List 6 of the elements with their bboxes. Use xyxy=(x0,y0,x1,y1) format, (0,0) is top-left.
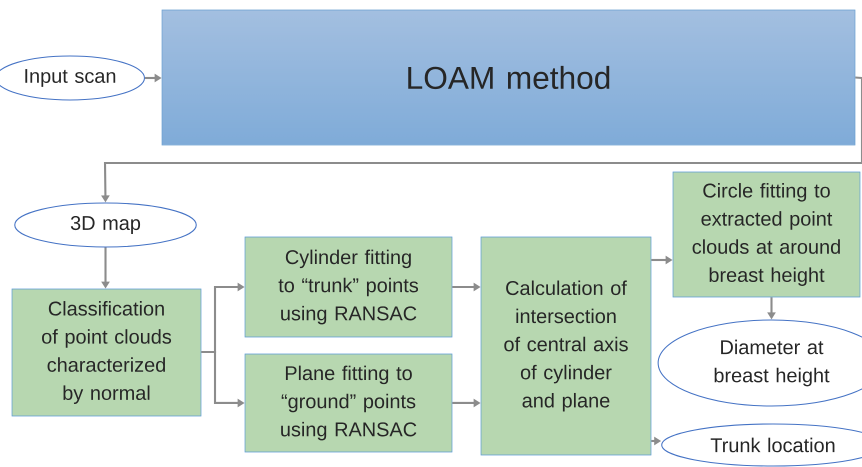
process-box: Classification of point clouds characterized by normal xyxy=(12,288,202,416)
process-box: Cylinder fitting to “trunk” points using RANSAC xyxy=(244,236,452,338)
process-box: LOAM method xyxy=(162,10,856,146)
process-box: Circle fitting to extracted point clouds at around breast height xyxy=(672,172,860,298)
process-box: Plane fitting to “ground” points using RANSAC xyxy=(244,354,452,452)
process-box: Calculation of intersection of central axis of cylinder and plane xyxy=(480,236,652,456)
